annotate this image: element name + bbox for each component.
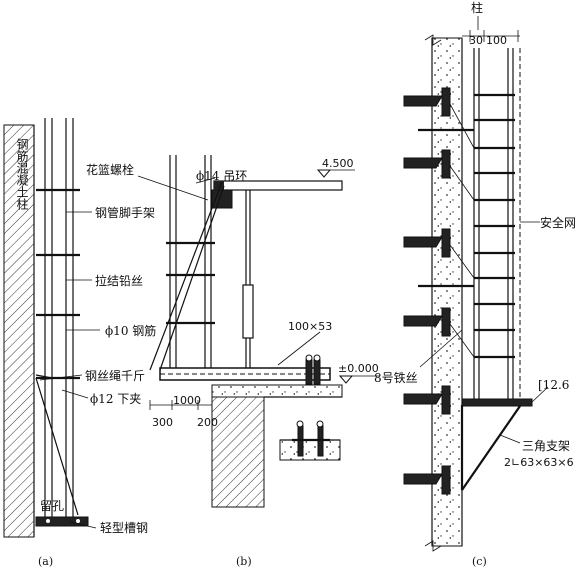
angle-steel-label: 2∟63×63×6	[504, 456, 574, 469]
lifting-ring-label: ϕ14 吊环	[196, 169, 247, 183]
panel-c-caption: (c)	[472, 555, 487, 568]
scaffold-tube-label: 钢管脚手架	[95, 205, 155, 220]
concrete-wall-b	[211, 396, 265, 508]
bolt-detail	[279, 420, 341, 461]
dim-30-label: 30	[469, 34, 483, 47]
floor-slab	[211, 384, 343, 398]
dim-300-label: 300	[152, 416, 173, 429]
turnbuckle-label: 花篮螺栓	[86, 162, 134, 177]
column-c	[431, 37, 463, 547]
wire-rope-label: 钢丝绳千斤	[85, 369, 145, 383]
panel-a-column-label: 钢筋混凝土柱	[15, 138, 29, 211]
scaffold-rungs-c	[474, 93, 515, 359]
scaffold-rungs-b	[166, 241, 215, 325]
column-c-label: 柱	[471, 0, 483, 15]
channel-label-c: [12.6	[538, 378, 569, 392]
channel-12-6	[461, 398, 533, 407]
dim-1000-label: 1000	[173, 394, 201, 407]
reserved-hole-label: 留孔	[40, 499, 64, 513]
dim-200-label: 200	[197, 416, 218, 429]
wall-brackets-c	[403, 87, 451, 495]
panel-c: 柱 30 100	[374, 0, 576, 568]
panel-b: 4.500 ±0.000 花篮螺栓 ϕ14 吊环 100×53 1	[86, 155, 380, 568]
panel-a-caption: (a)	[38, 555, 53, 568]
beam-size-label: 100×53	[288, 320, 332, 333]
tie-wire-label: 拉结铅丝	[95, 273, 143, 288]
elevation-zero-label: ±0.000	[338, 362, 379, 375]
channel-steel-a	[35, 516, 89, 527]
iron-wire-label: 8号铁丝	[374, 371, 418, 385]
dim-100-label: 100	[486, 34, 507, 47]
concrete-column	[3, 124, 35, 538]
light-channel-label: 轻型槽钢	[100, 521, 148, 535]
lower-clamp-label: ϕ12 下夹	[90, 392, 141, 406]
bracket-label: 三角支架	[522, 439, 570, 453]
safety-net-label: 安全网	[540, 215, 576, 230]
rebar-label: ϕ10 钢筋	[105, 323, 156, 338]
panel-b-caption: (b)	[236, 555, 252, 568]
panel-a: 钢筋混凝土柱 钢管脚手架 拉结铅丝 ϕ10 钢筋 钢丝绳千斤 ϕ12 下夹	[3, 118, 156, 568]
elevation-top-label: 4.500	[322, 157, 354, 170]
